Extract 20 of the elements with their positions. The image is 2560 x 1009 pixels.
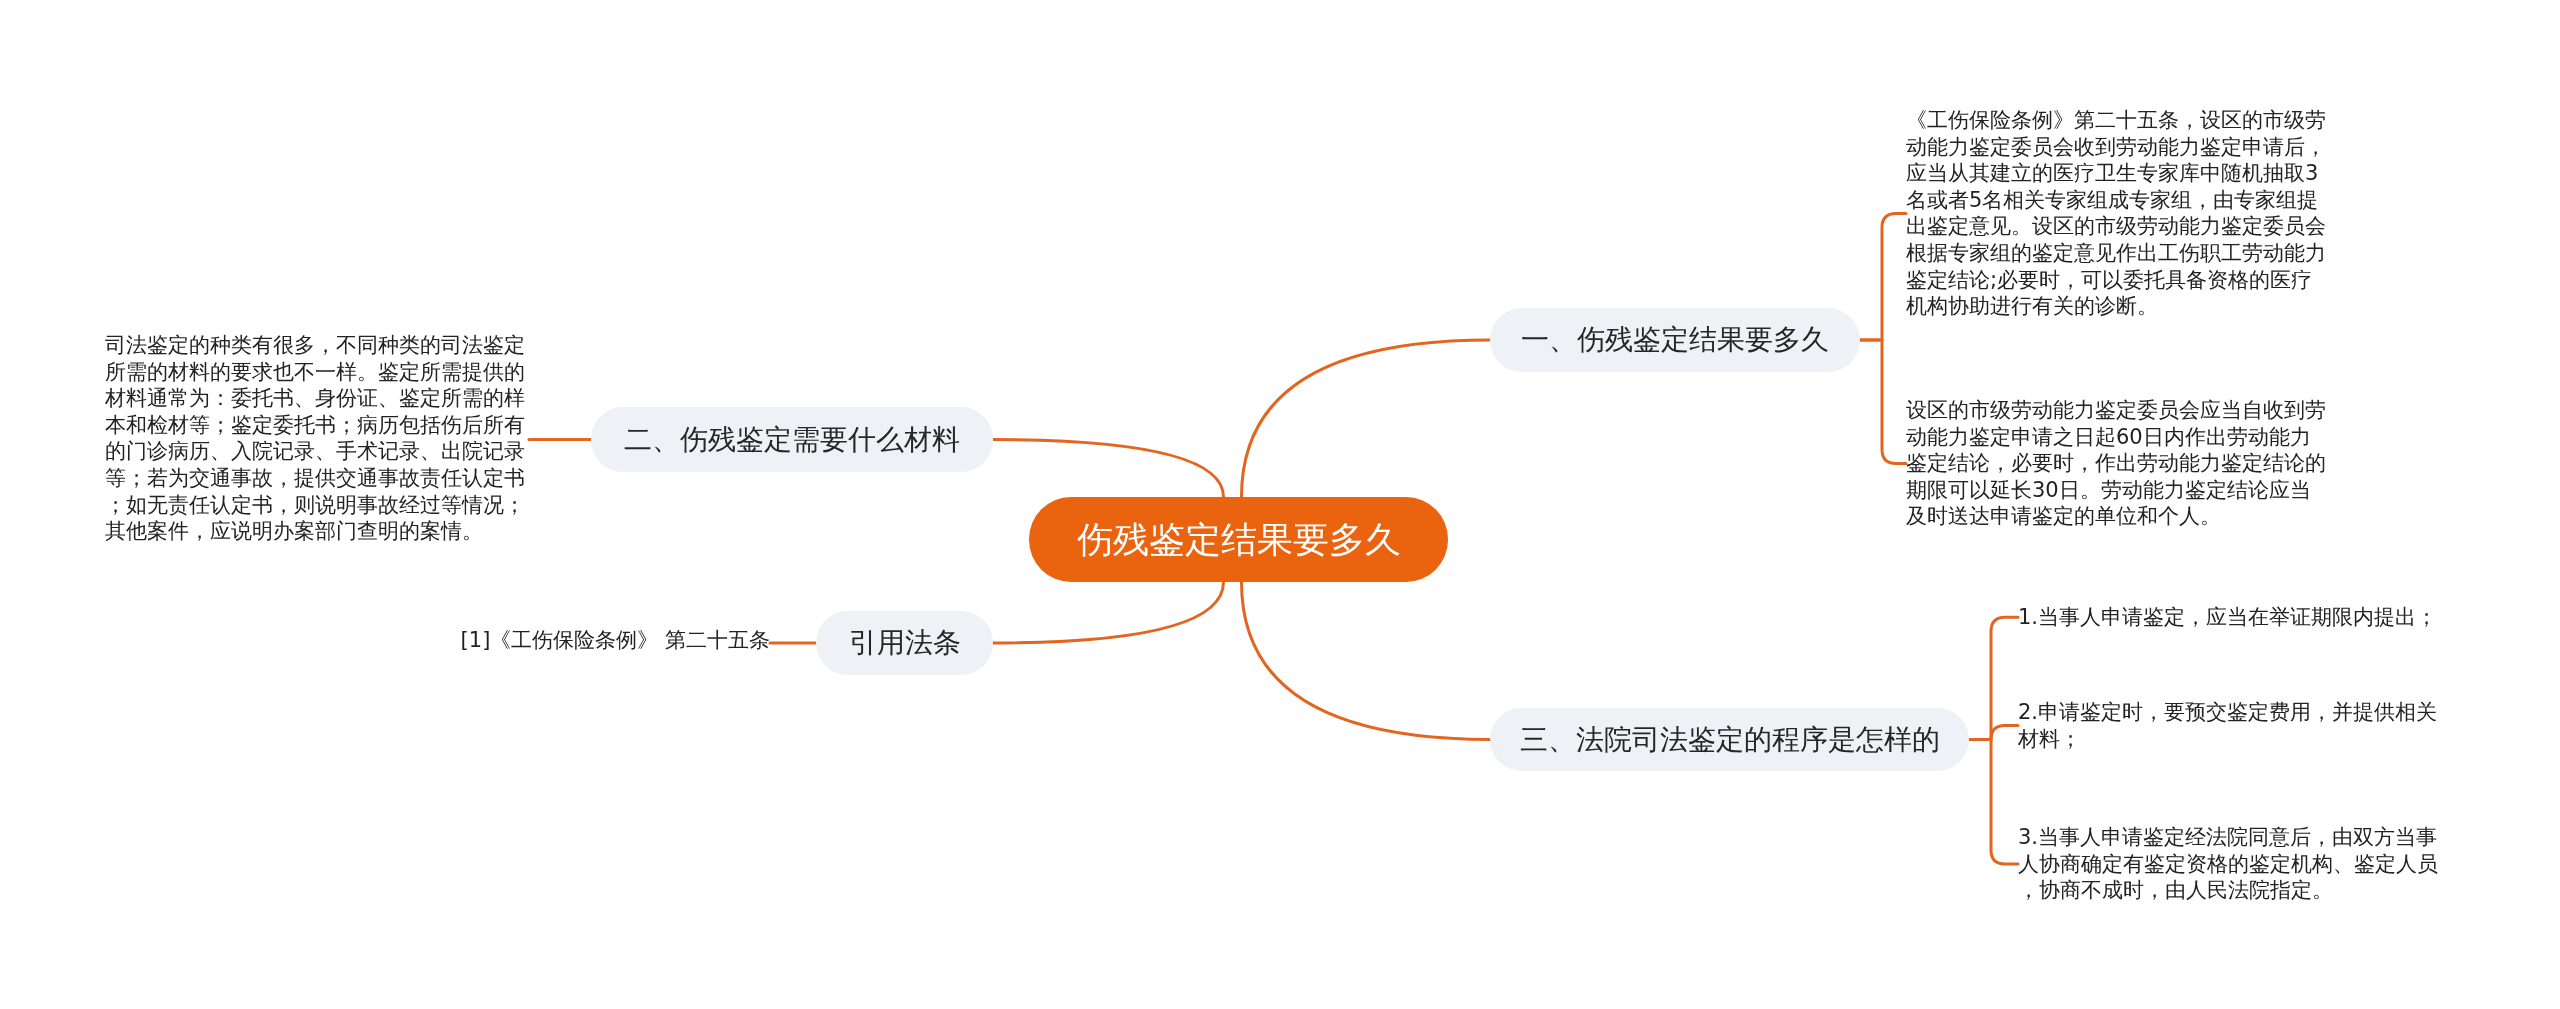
note-text: 司法鉴定的种类有很多，不同种类的司法鉴定所需的材料的要求也不一样。鉴定所需提供的材料通常为：委托书、身份证、鉴定所需的样本和检材等；鉴定委托书；病历包括伤后所有的门诊病历、入院记录、手术记录、出院记录等；若为交通事故，提供交通事故责任认定书；如无责任认定书，则说明事故经过等情况；其他案件，应说明办案部门查明的案情。 bbox=[105, 332, 529, 545]
topic-label: 三、法院司法鉴定的程序是怎样的 bbox=[1519, 721, 1940, 758]
topic-label: 二、伤残鉴定需要什么材料 bbox=[624, 421, 960, 458]
topic-label: 一、伤残鉴定结果要多久 bbox=[1521, 322, 1829, 358]
note-text: [1]《工伤保险条例》 第二十五条 bbox=[460, 627, 770, 654]
connector-line bbox=[1858, 338, 1908, 465]
note-text: 2.申请鉴定时，要预交鉴定费用，并提供相关材料； bbox=[2018, 699, 2442, 753]
note-text: 《工伤保险条例》第二十五条，设区的市级劳动能力鉴定委员会收到劳动能力鉴定申请后，应当从其建立的医疗卫生专家库中随机抽取3名或者5名相关专家组成专家组，由专家组提出鉴定意见。设区的市级劳动能力鉴定委员会根据专家组的鉴定意见作出工伤职工劳动能力鉴定结论;必要时，可以委托具备资格的医疗机构协助进行有关的诊断。 bbox=[1906, 107, 2330, 320]
central-topic-label: 伤残鉴定结果要多久 bbox=[1076, 517, 1401, 562]
connector-line bbox=[1240, 338, 1492, 499]
connector-line bbox=[1967, 738, 2020, 866]
connector-line bbox=[1240, 580, 1492, 741]
note-text: 1.当事人申请鉴定，应当在举证期限内提出； bbox=[2018, 604, 2442, 631]
note-text: 设区的市级劳动能力鉴定委员会应当自收到劳动能力鉴定申请之日起60日内作出劳动能力鉴定结论，必要时，作出劳动能力鉴定结论的期限可以延长30日。劳动能力鉴定结论应当及时送达申请鉴定的单位和个人。 bbox=[1906, 397, 2330, 530]
connector-line bbox=[991, 438, 1225, 499]
connector-line bbox=[768, 641, 818, 645]
note-text: 3.当事人申请鉴定经法院同意后，由双方当事人协商确定有鉴定资格的鉴定机构、鉴定人员，协商不成时，由人民法院指定。 bbox=[2018, 824, 2442, 904]
connector-line bbox=[527, 438, 593, 441]
topic-label: 引用法条 bbox=[848, 625, 961, 661]
connector-line bbox=[991, 580, 1225, 645]
